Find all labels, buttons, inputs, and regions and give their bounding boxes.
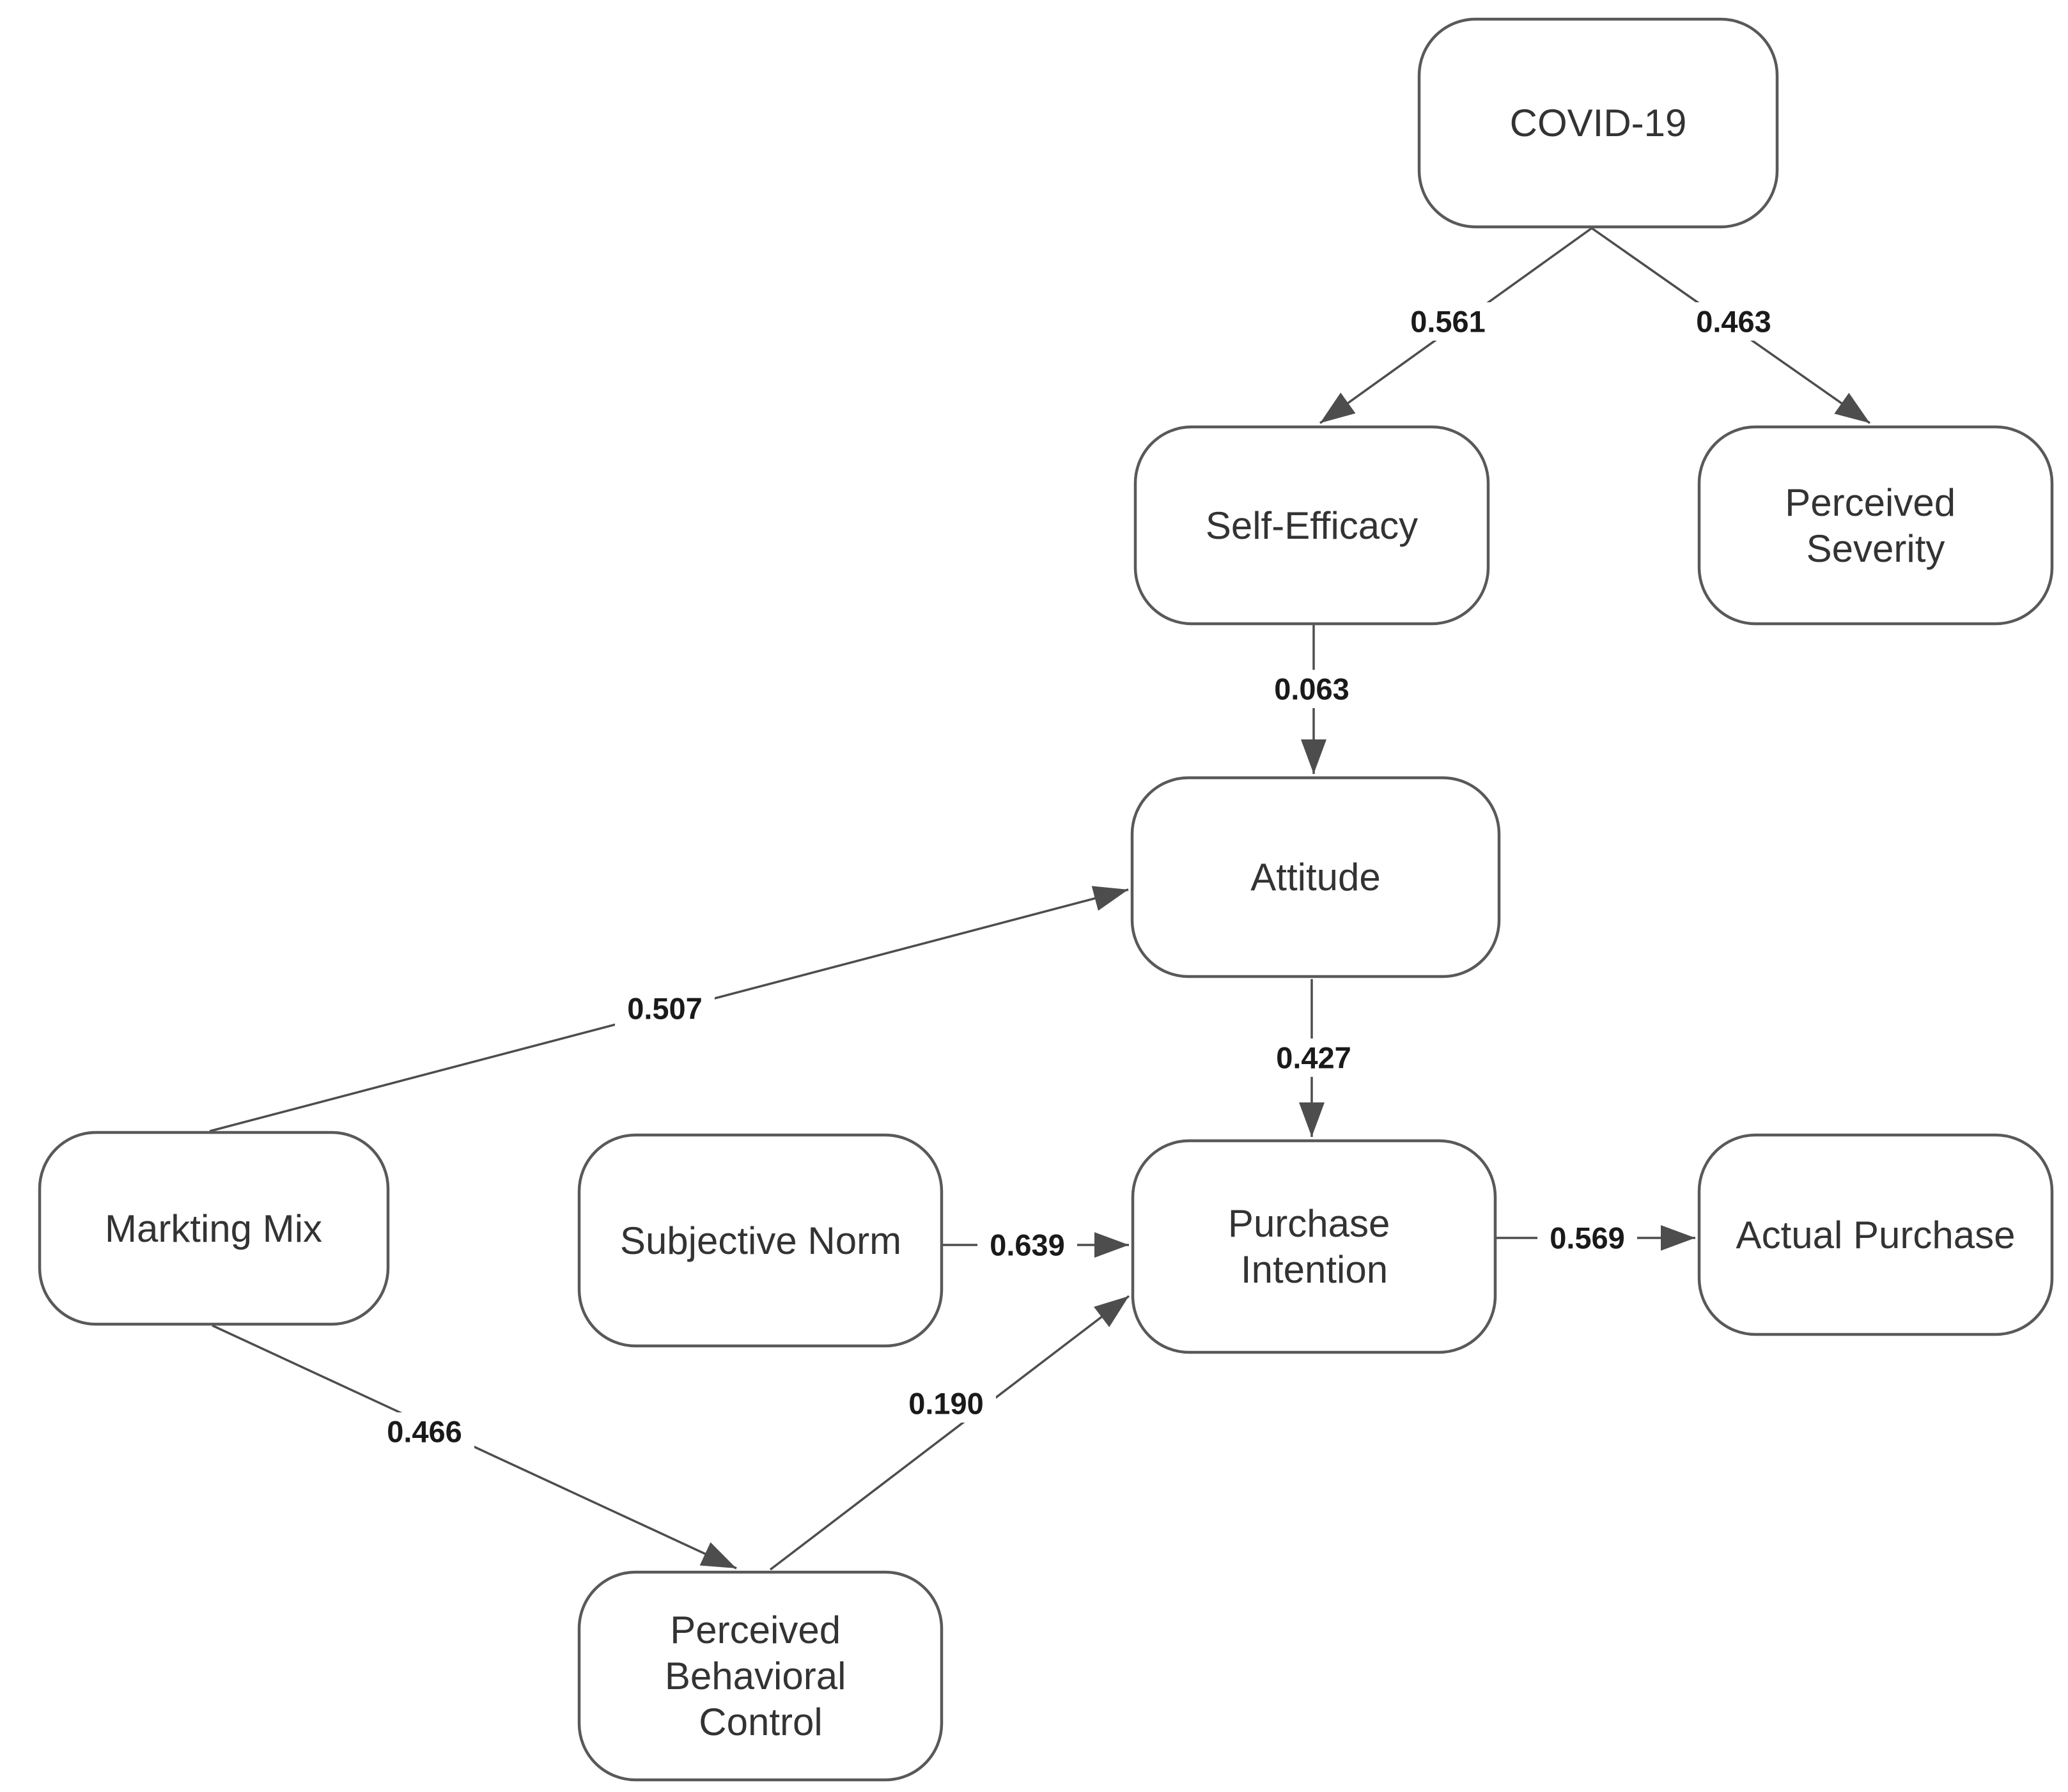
node-purchase-intention-label-line-0: Purchase: [1228, 1202, 1390, 1245]
node-self-efficacy-label-line-0: Self-Efficacy: [1206, 504, 1418, 547]
node-marketing-mix-label: Markting Mix: [105, 1207, 322, 1250]
node-perceived-behavioral-control-label-line-1: Behavioral: [665, 1655, 846, 1697]
edge-label-0190-bg: [896, 1384, 996, 1423]
node-perceived-behavioral-control-label-line-0: Perceived: [670, 1609, 841, 1651]
edge-label-0569-text: 0.569: [1550, 1221, 1625, 1255]
edge-label-0561: 0.561: [1398, 302, 1498, 341]
node-purchase-intention-label: Purchase Intention: [1228, 1202, 1401, 1291]
node-covid19-label-line-0: COVID-19: [1510, 102, 1687, 144]
edge-label-0466-text: 0.466: [387, 1415, 462, 1449]
node-subjective-norm-label-line-0: Subjective Norm: [620, 1219, 901, 1262]
edge-label-0463-bg: [1684, 302, 1784, 341]
node-perceived-behavioral-control-label: Perceived Behavioral Control: [665, 1609, 857, 1743]
node-perceived-behavioral-control-shape: [577, 1570, 944, 1782]
edge-label-0561-text: 0.561: [1410, 305, 1486, 339]
node-perceived-behavioral-control: Perceived Behavioral Control: [577, 1570, 944, 1782]
node-purchase-intention-shape: [1131, 1139, 1497, 1354]
node-perceived-severity-label: Perceived Severity: [1785, 481, 1966, 570]
edge-label-0427-text: 0.427: [1276, 1041, 1351, 1075]
edge-label-0466-bg: [375, 1412, 474, 1451]
edge-label-0427-bg: [1264, 1039, 1364, 1077]
node-actual-purchase-label: Actual Purchase: [1736, 1214, 2016, 1256]
edge-label-0569-bg: [1537, 1219, 1637, 1257]
node-attitude: Attitude: [1130, 776, 1501, 978]
node-perceived-severity: Perceived Severity: [1697, 425, 2054, 626]
node-purchase-intention: Purchase Intention: [1131, 1139, 1497, 1354]
edge-label-0639-text: 0.639: [990, 1228, 1065, 1262]
node-self-efficacy: Self-Efficacy: [1133, 425, 1490, 626]
edge-label-0466: 0.466: [375, 1412, 474, 1451]
edge-label-0507-text: 0.507: [627, 992, 703, 1026]
edge-label-0507: 0.507: [615, 989, 715, 1028]
node-self-efficacy-shape: [1133, 425, 1490, 626]
node-purchase-intention-label-line-1: Intention: [1241, 1248, 1388, 1291]
node-attitude-shape: [1130, 776, 1501, 978]
node-actual-purchase-shape: [1697, 1133, 2054, 1336]
edge-label-0063-text: 0.063: [1274, 672, 1349, 706]
edge-label-0507-bg: [615, 989, 715, 1028]
edge-label-0427: 0.427: [1264, 1039, 1364, 1077]
node-perceived-severity-label-line-1: Severity: [1807, 527, 1945, 570]
node-attitude-label: Attitude: [1250, 856, 1380, 899]
edge-label-0463-text: 0.463: [1696, 305, 1771, 339]
node-subjective-norm-shape: [577, 1133, 944, 1348]
node-marketing-mix: Markting Mix: [38, 1131, 390, 1326]
node-subjective-norm-label: Subjective Norm: [620, 1219, 901, 1262]
edge-pbc-to-purchase-intention: [769, 1295, 1130, 1571]
node-perceived-behavioral-control-label-line-2: Control: [699, 1701, 822, 1743]
edge-label-0463: 0.463: [1684, 302, 1784, 341]
edge-label-0063: 0.063: [1262, 670, 1362, 708]
node-self-efficacy-label: Self-Efficacy: [1206, 504, 1418, 547]
edge-label-0190: 0.190: [896, 1384, 996, 1423]
edge-label-0569: 0.569: [1537, 1219, 1637, 1257]
node-marketing-mix-shape: [38, 1131, 390, 1326]
node-covid19: COVID-19: [1417, 17, 1779, 229]
node-actual-purchase-label-line-0: Actual Purchase: [1736, 1214, 2016, 1256]
edge-pbc-to-purchase-intention-line: [769, 1295, 1130, 1571]
edge-label-0190-text: 0.190: [908, 1387, 984, 1421]
node-perceived-severity-shape: [1697, 425, 2054, 626]
node-covid19-shape: [1417, 17, 1779, 229]
node-actual-purchase: Actual Purchase: [1697, 1133, 2054, 1336]
edge-label-0639: 0.639: [977, 1226, 1077, 1264]
node-subjective-norm: Subjective Norm: [577, 1133, 944, 1348]
node-marketing-mix-label-line-0: Markting Mix: [105, 1207, 322, 1250]
edge-label-0639-bg: [977, 1226, 1077, 1264]
node-attitude-label-line-0: Attitude: [1250, 856, 1380, 899]
edge-label-0063-bg: [1262, 670, 1362, 708]
edge-label-0561-bg: [1398, 302, 1498, 341]
node-covid19-label: COVID-19: [1510, 102, 1687, 144]
node-perceived-severity-label-line-0: Perceived: [1785, 481, 1955, 524]
